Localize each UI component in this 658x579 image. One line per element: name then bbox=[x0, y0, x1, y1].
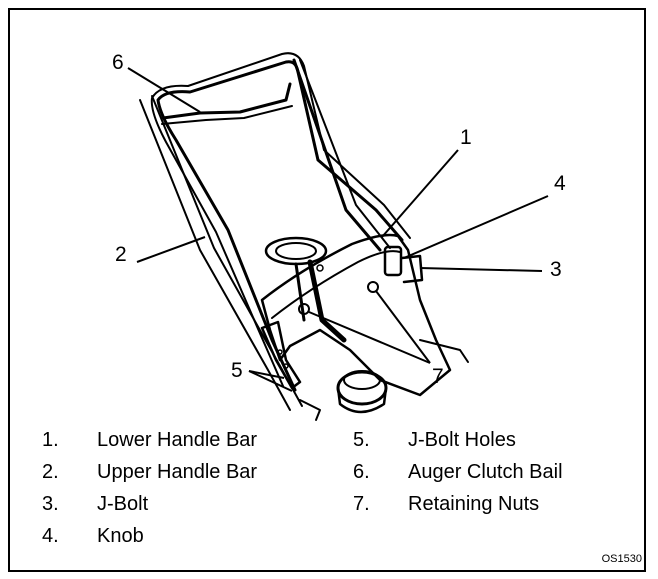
auger-clutch-bail bbox=[161, 82, 292, 120]
j-bolt-hole-1 bbox=[277, 349, 283, 355]
figure-frame bbox=[8, 8, 646, 572]
retaining-nut-left bbox=[298, 303, 310, 315]
legend-label: Knob bbox=[97, 525, 144, 547]
legend-number: 3. bbox=[42, 493, 59, 515]
retaining-nut-right bbox=[367, 281, 379, 293]
legend-number: 1. bbox=[42, 429, 59, 451]
leader-3 bbox=[419, 267, 543, 272]
leader-2 bbox=[136, 236, 206, 263]
leader-5a bbox=[248, 370, 285, 379]
legend-label: Upper Handle Bar bbox=[97, 461, 258, 483]
leader-7a bbox=[308, 311, 431, 364]
leader-5b bbox=[248, 370, 293, 392]
housing-edge bbox=[299, 399, 321, 421]
callout-2: 2 bbox=[115, 243, 127, 266]
callout-4: 4 bbox=[554, 172, 566, 195]
legend-label: Auger Clutch Bail bbox=[408, 461, 563, 483]
auger-clutch-bail-inner bbox=[161, 105, 293, 125]
j-bolt-knob bbox=[383, 245, 403, 277]
figure-id: OS1530 bbox=[601, 553, 642, 565]
legend-number: 2. bbox=[42, 461, 59, 483]
callout-3: 3 bbox=[550, 258, 562, 281]
j-bolt-hole-2 bbox=[283, 363, 289, 369]
leader-lines bbox=[127, 67, 549, 392]
crank-knob-body bbox=[336, 386, 388, 414]
legend-number: 5. bbox=[353, 429, 370, 451]
legend-number: 6. bbox=[353, 461, 370, 483]
legend-number: 4. bbox=[42, 525, 59, 547]
upper-handle-bar bbox=[156, 60, 404, 392]
upper-handle-bar-inner bbox=[150, 52, 411, 387]
legend-label: J-Bolt Holes bbox=[408, 429, 516, 451]
legend-label: Retaining Nuts bbox=[408, 493, 540, 515]
legend-label: J-Bolt bbox=[97, 493, 149, 515]
cable-grommet-inner bbox=[275, 242, 317, 260]
left-bracket bbox=[260, 320, 302, 390]
lower-handle-plate-edge bbox=[271, 250, 401, 319]
cable-2 bbox=[299, 59, 391, 249]
callout-7: 7 bbox=[432, 365, 444, 388]
legend-label: Lower Handle Bar bbox=[97, 429, 258, 451]
cable bbox=[292, 58, 382, 252]
callout-1: 1 bbox=[460, 126, 472, 149]
bracket-hole bbox=[316, 264, 324, 272]
chute-edge bbox=[419, 339, 469, 363]
left-tube bbox=[139, 99, 291, 411]
leader-7b bbox=[375, 290, 431, 364]
crank-knob-top bbox=[343, 370, 381, 390]
leader-6 bbox=[127, 67, 201, 113]
callout-5: 5 bbox=[231, 359, 243, 382]
leader-4 bbox=[403, 195, 549, 259]
drive-cable bbox=[307, 259, 347, 343]
drive-cable-2 bbox=[294, 262, 306, 322]
callout-6: 6 bbox=[112, 51, 124, 74]
leader-1 bbox=[381, 149, 459, 238]
legend-number: 7. bbox=[353, 493, 370, 515]
